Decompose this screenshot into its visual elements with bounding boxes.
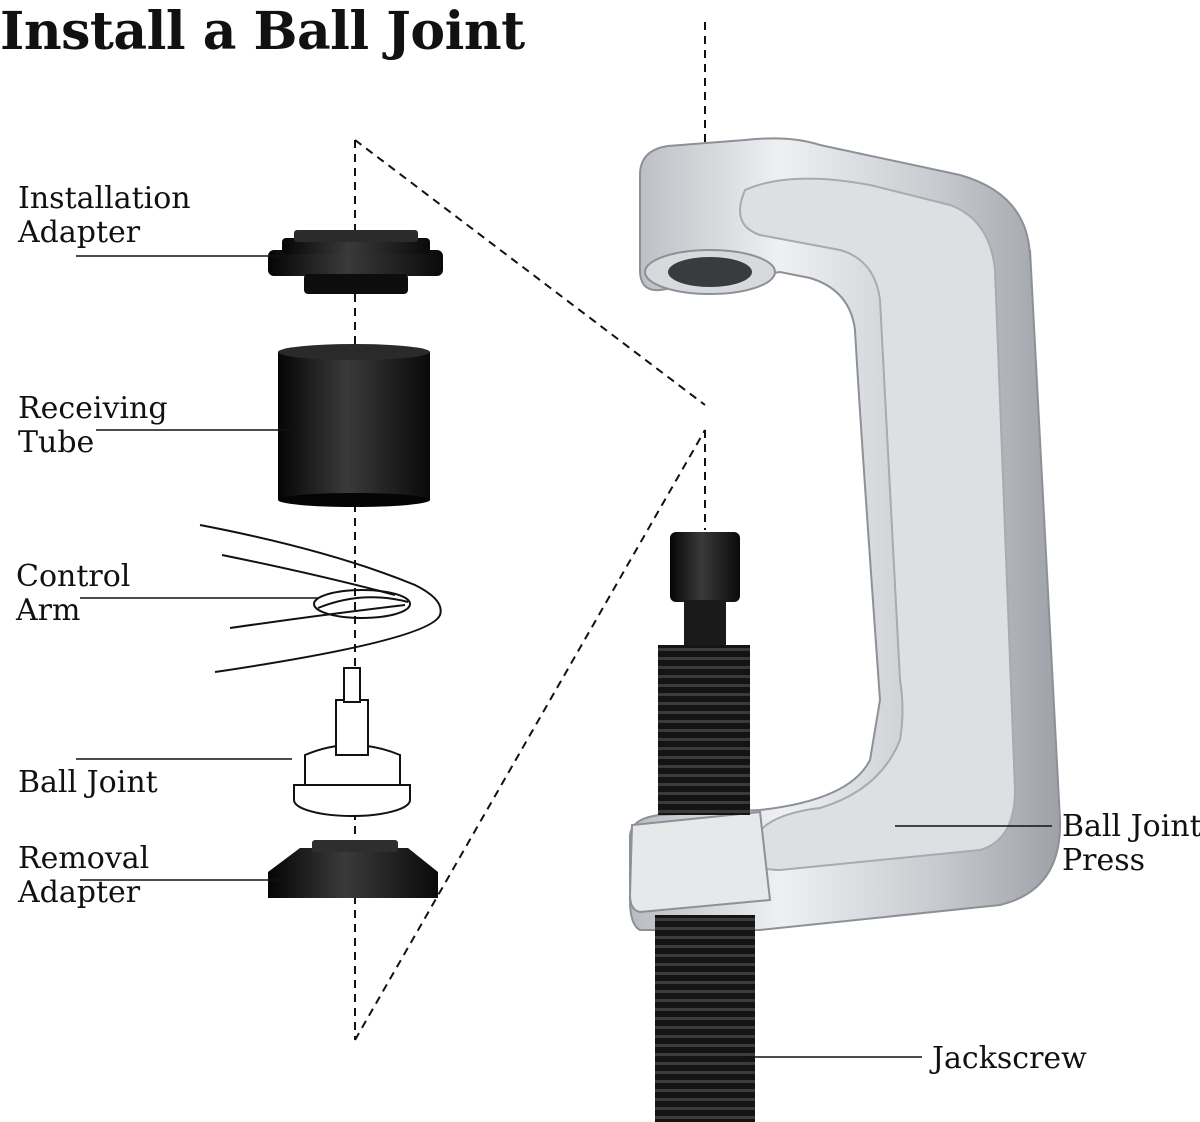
zoom-line-top <box>354 139 706 406</box>
ball-joint <box>293 667 411 817</box>
receiving-tube <box>278 344 430 507</box>
zoom-line-bottom <box>354 429 706 1041</box>
label-receiving-tube: Receiving Tube <box>18 391 168 460</box>
jackscrew <box>655 532 755 1122</box>
ball-joint-press <box>628 137 1062 931</box>
label-ball-joint-press: Ball Joint Press <box>1062 809 1200 878</box>
page-title: Install a Ball Joint <box>0 1 525 62</box>
removal-adapter <box>268 840 438 898</box>
installation-adapter <box>268 230 443 294</box>
label-installation-adapter: Installation Adapter <box>18 181 191 250</box>
label-control-arm: Control Arm <box>16 559 131 628</box>
label-ball-joint: Ball Joint <box>18 765 158 800</box>
control-arm <box>199 524 442 673</box>
label-removal-adapter: Removal Adapter <box>18 841 150 910</box>
label-jackscrew: Jackscrew <box>932 1041 1087 1076</box>
